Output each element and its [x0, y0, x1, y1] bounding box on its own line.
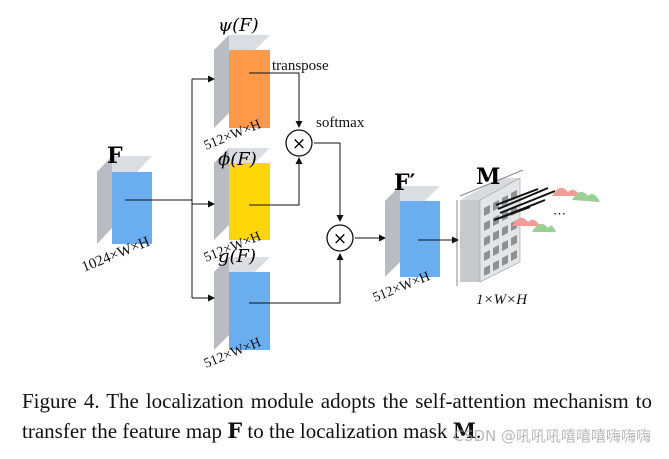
mask-top	[460, 178, 520, 200]
input-block-label: F	[107, 143, 123, 169]
caption-bold-f: F	[227, 418, 243, 443]
transpose-label: transpose	[272, 58, 329, 74]
psi-block-label: ψ(F)	[218, 15, 259, 36]
edge-g-to-mult2	[249, 253, 344, 304]
mask-width-axis	[459, 169, 524, 197]
mask-block-label: M	[476, 164, 500, 190]
g-block-front	[229, 272, 270, 350]
mult-node-1-symbol: ×	[292, 134, 306, 154]
mask-grid-cell	[484, 250, 490, 261]
input-feature-block	[97, 156, 152, 244]
mask-grid-cell	[484, 265, 490, 276]
mask-ellipsis: ⋯	[553, 206, 566, 221]
psi-block	[214, 35, 270, 128]
mask-block: ⋯	[456, 169, 600, 286]
edge-mult1-to-mult2	[314, 142, 344, 222]
mask-grid-cell	[493, 245, 499, 256]
localization-module-diagram: F 1024×W×H ψ(F) 512×W×H ϕ(F) 512×W×H g(F…	[80, 15, 600, 372]
g-block	[214, 257, 270, 350]
mask-grid-cell	[511, 235, 517, 246]
caption-middle: to the localization mask	[242, 419, 453, 443]
input-block-side	[97, 156, 112, 244]
mask-grid-cell	[493, 200, 499, 211]
mask-grid-cell	[493, 230, 499, 241]
mask-grid-cell	[511, 250, 517, 261]
edge-psi-to-mult1	[249, 72, 303, 128]
g-block-label: g(F)	[218, 246, 256, 267]
heat-blob-red-2	[512, 217, 540, 226]
mask-grid-cell	[484, 235, 490, 246]
mask-grid-cell	[484, 220, 490, 231]
caption-bold-m: M	[452, 418, 476, 443]
softmax-label: softmax	[316, 115, 365, 131]
edge-phi-to-mult1	[249, 157, 303, 206]
fprime-block	[385, 186, 440, 277]
fprime-block-front	[400, 201, 440, 277]
phi-block	[214, 148, 270, 240]
phi-block-front	[229, 163, 270, 240]
psi-block-front	[229, 50, 270, 128]
mult-node-2-symbol: ×	[333, 229, 347, 249]
mask-grid-cell	[493, 260, 499, 271]
mask-front-edge	[460, 200, 480, 282]
mult-node-2: ×	[326, 224, 354, 252]
fprime-block-side	[385, 186, 400, 277]
mult-node-1: ×	[285, 129, 313, 157]
phi-block-label: ϕ(F)	[218, 149, 257, 170]
g-block-side	[214, 257, 229, 350]
mask-grid-cell	[484, 205, 490, 216]
phi-block-side	[214, 148, 229, 240]
mask-grid-cell	[502, 195, 508, 206]
heat-blob-green	[572, 191, 600, 202]
caption-prefix: Figure 4. The localization module adopts…	[22, 389, 652, 443]
mask-grid-cell	[502, 255, 508, 266]
fprime-block-label: F′	[394, 170, 416, 196]
input-block-front	[112, 172, 152, 244]
heat-blob-green-2	[532, 223, 556, 232]
psi-block-side	[214, 35, 229, 128]
figure-caption: Figure 4. The localization module adopts…	[22, 386, 652, 446]
heat-blob-red	[552, 187, 580, 196]
mask-attention-arrows	[493, 187, 556, 221]
mask-block-dim: 1×W×H	[476, 292, 528, 308]
caption-suffix: .	[475, 419, 482, 443]
mask-grid-cells	[484, 190, 517, 276]
watermark: CSDN @吼吼吼嘻嘻嘻嗨嗨嗨	[453, 427, 651, 445]
connectors	[125, 72, 459, 304]
mask-grid-cell	[502, 225, 508, 236]
mask-grid-cell	[502, 240, 508, 251]
